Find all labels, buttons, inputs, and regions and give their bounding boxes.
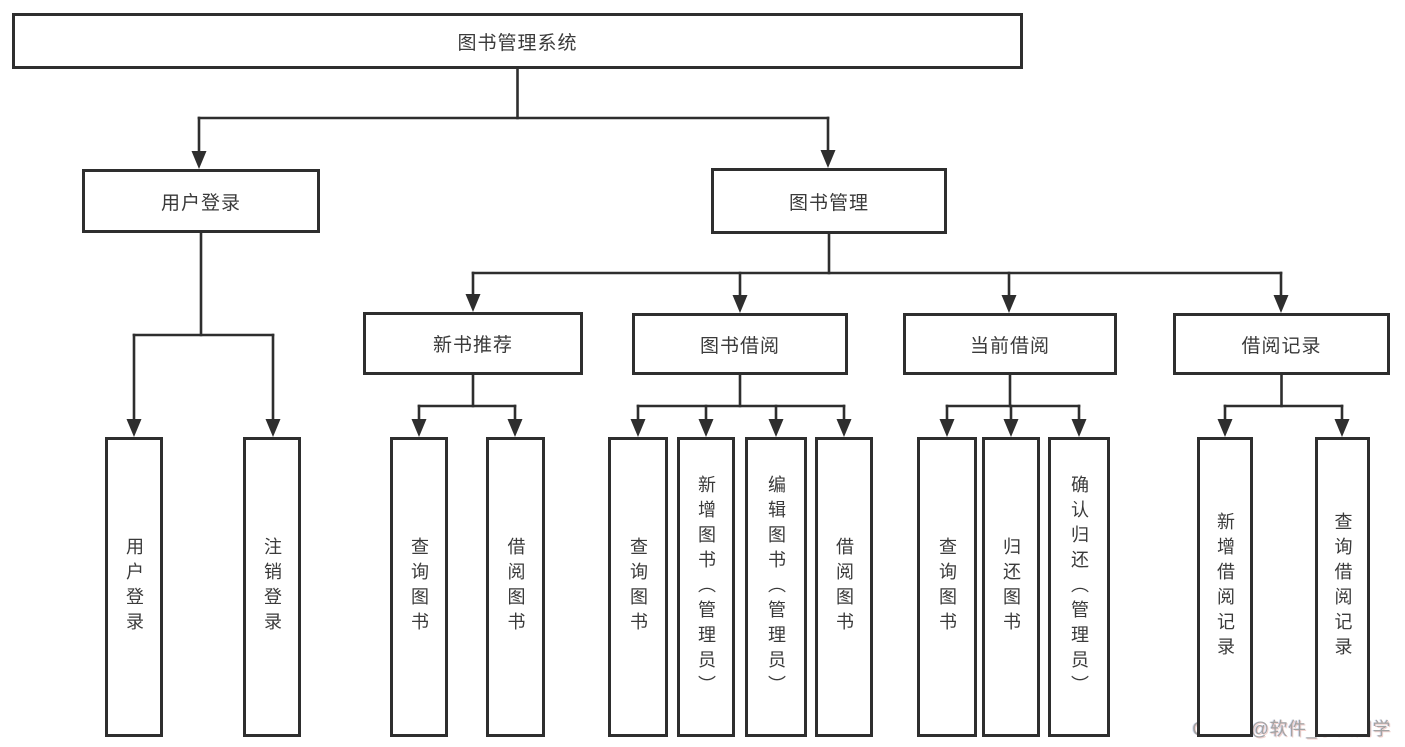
node-leaf-add-book-admin-label: 新增图书（管理员） xyxy=(696,474,716,700)
arrowhead-icon xyxy=(1071,419,1087,437)
arrowhead-icon xyxy=(265,419,281,437)
arrowhead-icon xyxy=(698,419,714,437)
node-borrowing-records-label: 借阅记录 xyxy=(1241,335,1322,357)
arrowhead-icon xyxy=(732,295,748,313)
node-leaf-confirm-return-admin: 确认归还（管理员） xyxy=(1048,437,1110,737)
node-leaf-confirm-return-admin-label: 确认归还（管理员） xyxy=(1069,474,1089,700)
node-leaf-query-books: 查询图书 xyxy=(390,437,448,737)
node-leaf-query-books-label: 查询图书 xyxy=(937,537,957,637)
node-current-borrowing-label: 当前借阅 xyxy=(969,335,1050,357)
arrowhead-icon xyxy=(1003,419,1019,437)
arrowhead-icon xyxy=(191,151,207,169)
node-library-system: 图书管理系统 xyxy=(12,13,1023,69)
node-leaf-query-borrow-record: 查询借阅记录 xyxy=(1315,437,1370,737)
node-user-login-label: 用户登录 xyxy=(160,192,241,214)
node-leaf-borrow-books: 借阅图书 xyxy=(815,437,873,737)
node-leaf-query-books-label: 查询图书 xyxy=(409,537,429,637)
arrowhead-icon xyxy=(1001,295,1017,313)
arrowhead-icon xyxy=(630,419,646,437)
node-borrowing-records: 借阅记录 xyxy=(1173,313,1390,375)
arrowhead-icon xyxy=(836,419,852,437)
node-leaf-return-book-label: 归还图书 xyxy=(1001,537,1021,637)
arrowhead-icon xyxy=(465,294,481,312)
node-leaf-user-login-label: 用户登录 xyxy=(124,537,144,637)
node-book-borrowing-label: 图书借阅 xyxy=(699,335,780,357)
arrowhead-icon xyxy=(768,419,784,437)
node-leaf-logout: 注销登录 xyxy=(243,437,301,737)
node-leaf-add-borrow-record-label: 新增借阅记录 xyxy=(1215,512,1235,662)
arrowhead-icon xyxy=(1334,419,1350,437)
node-leaf-query-books: 查询图书 xyxy=(608,437,668,737)
node-leaf-add-book-admin: 新增图书（管理员） xyxy=(677,437,735,737)
node-book-management: 图书管理 xyxy=(711,168,947,234)
node-leaf-borrow-books-label: 借阅图书 xyxy=(505,537,526,637)
node-leaf-return-book: 归还图书 xyxy=(982,437,1040,737)
node-current-borrowing: 当前借阅 xyxy=(903,313,1117,375)
node-leaf-add-borrow-record: 新增借阅记录 xyxy=(1197,437,1253,737)
node-leaf-edit-book-admin-label: 编辑图书（管理员） xyxy=(766,474,786,700)
node-new-book-recommend-label: 新书推荐 xyxy=(432,335,513,356)
node-leaf-query-books: 查询图书 xyxy=(917,437,977,737)
node-new-book-recommend: 新书推荐 xyxy=(363,312,583,375)
arrowhead-icon xyxy=(126,419,142,437)
node-library-system-label: 图书管理系统 xyxy=(457,32,578,54)
node-leaf-borrow-books-label: 借阅图书 xyxy=(834,537,854,637)
arrowhead-icon xyxy=(507,419,523,437)
node-leaf-query-borrow-record-label: 查询借阅记录 xyxy=(1332,512,1353,662)
node-leaf-user-login: 用户登录 xyxy=(105,437,163,737)
node-leaf-query-books-label: 查询图书 xyxy=(628,537,648,637)
node-leaf-borrow-books: 借阅图书 xyxy=(486,437,545,737)
arrowhead-icon xyxy=(939,419,955,437)
node-leaf-edit-book-admin: 编辑图书（管理员） xyxy=(745,437,807,737)
node-user-login: 用户登录 xyxy=(82,169,320,233)
node-book-borrowing: 图书借阅 xyxy=(632,313,848,375)
node-book-management-label: 图书管理 xyxy=(788,192,869,214)
arrowhead-icon xyxy=(820,150,836,168)
arrowhead-icon xyxy=(1217,419,1233,437)
arrowhead-icon xyxy=(411,419,427,437)
node-leaf-logout-label: 注销登录 xyxy=(262,537,282,637)
arrowhead-icon xyxy=(1273,295,1289,313)
